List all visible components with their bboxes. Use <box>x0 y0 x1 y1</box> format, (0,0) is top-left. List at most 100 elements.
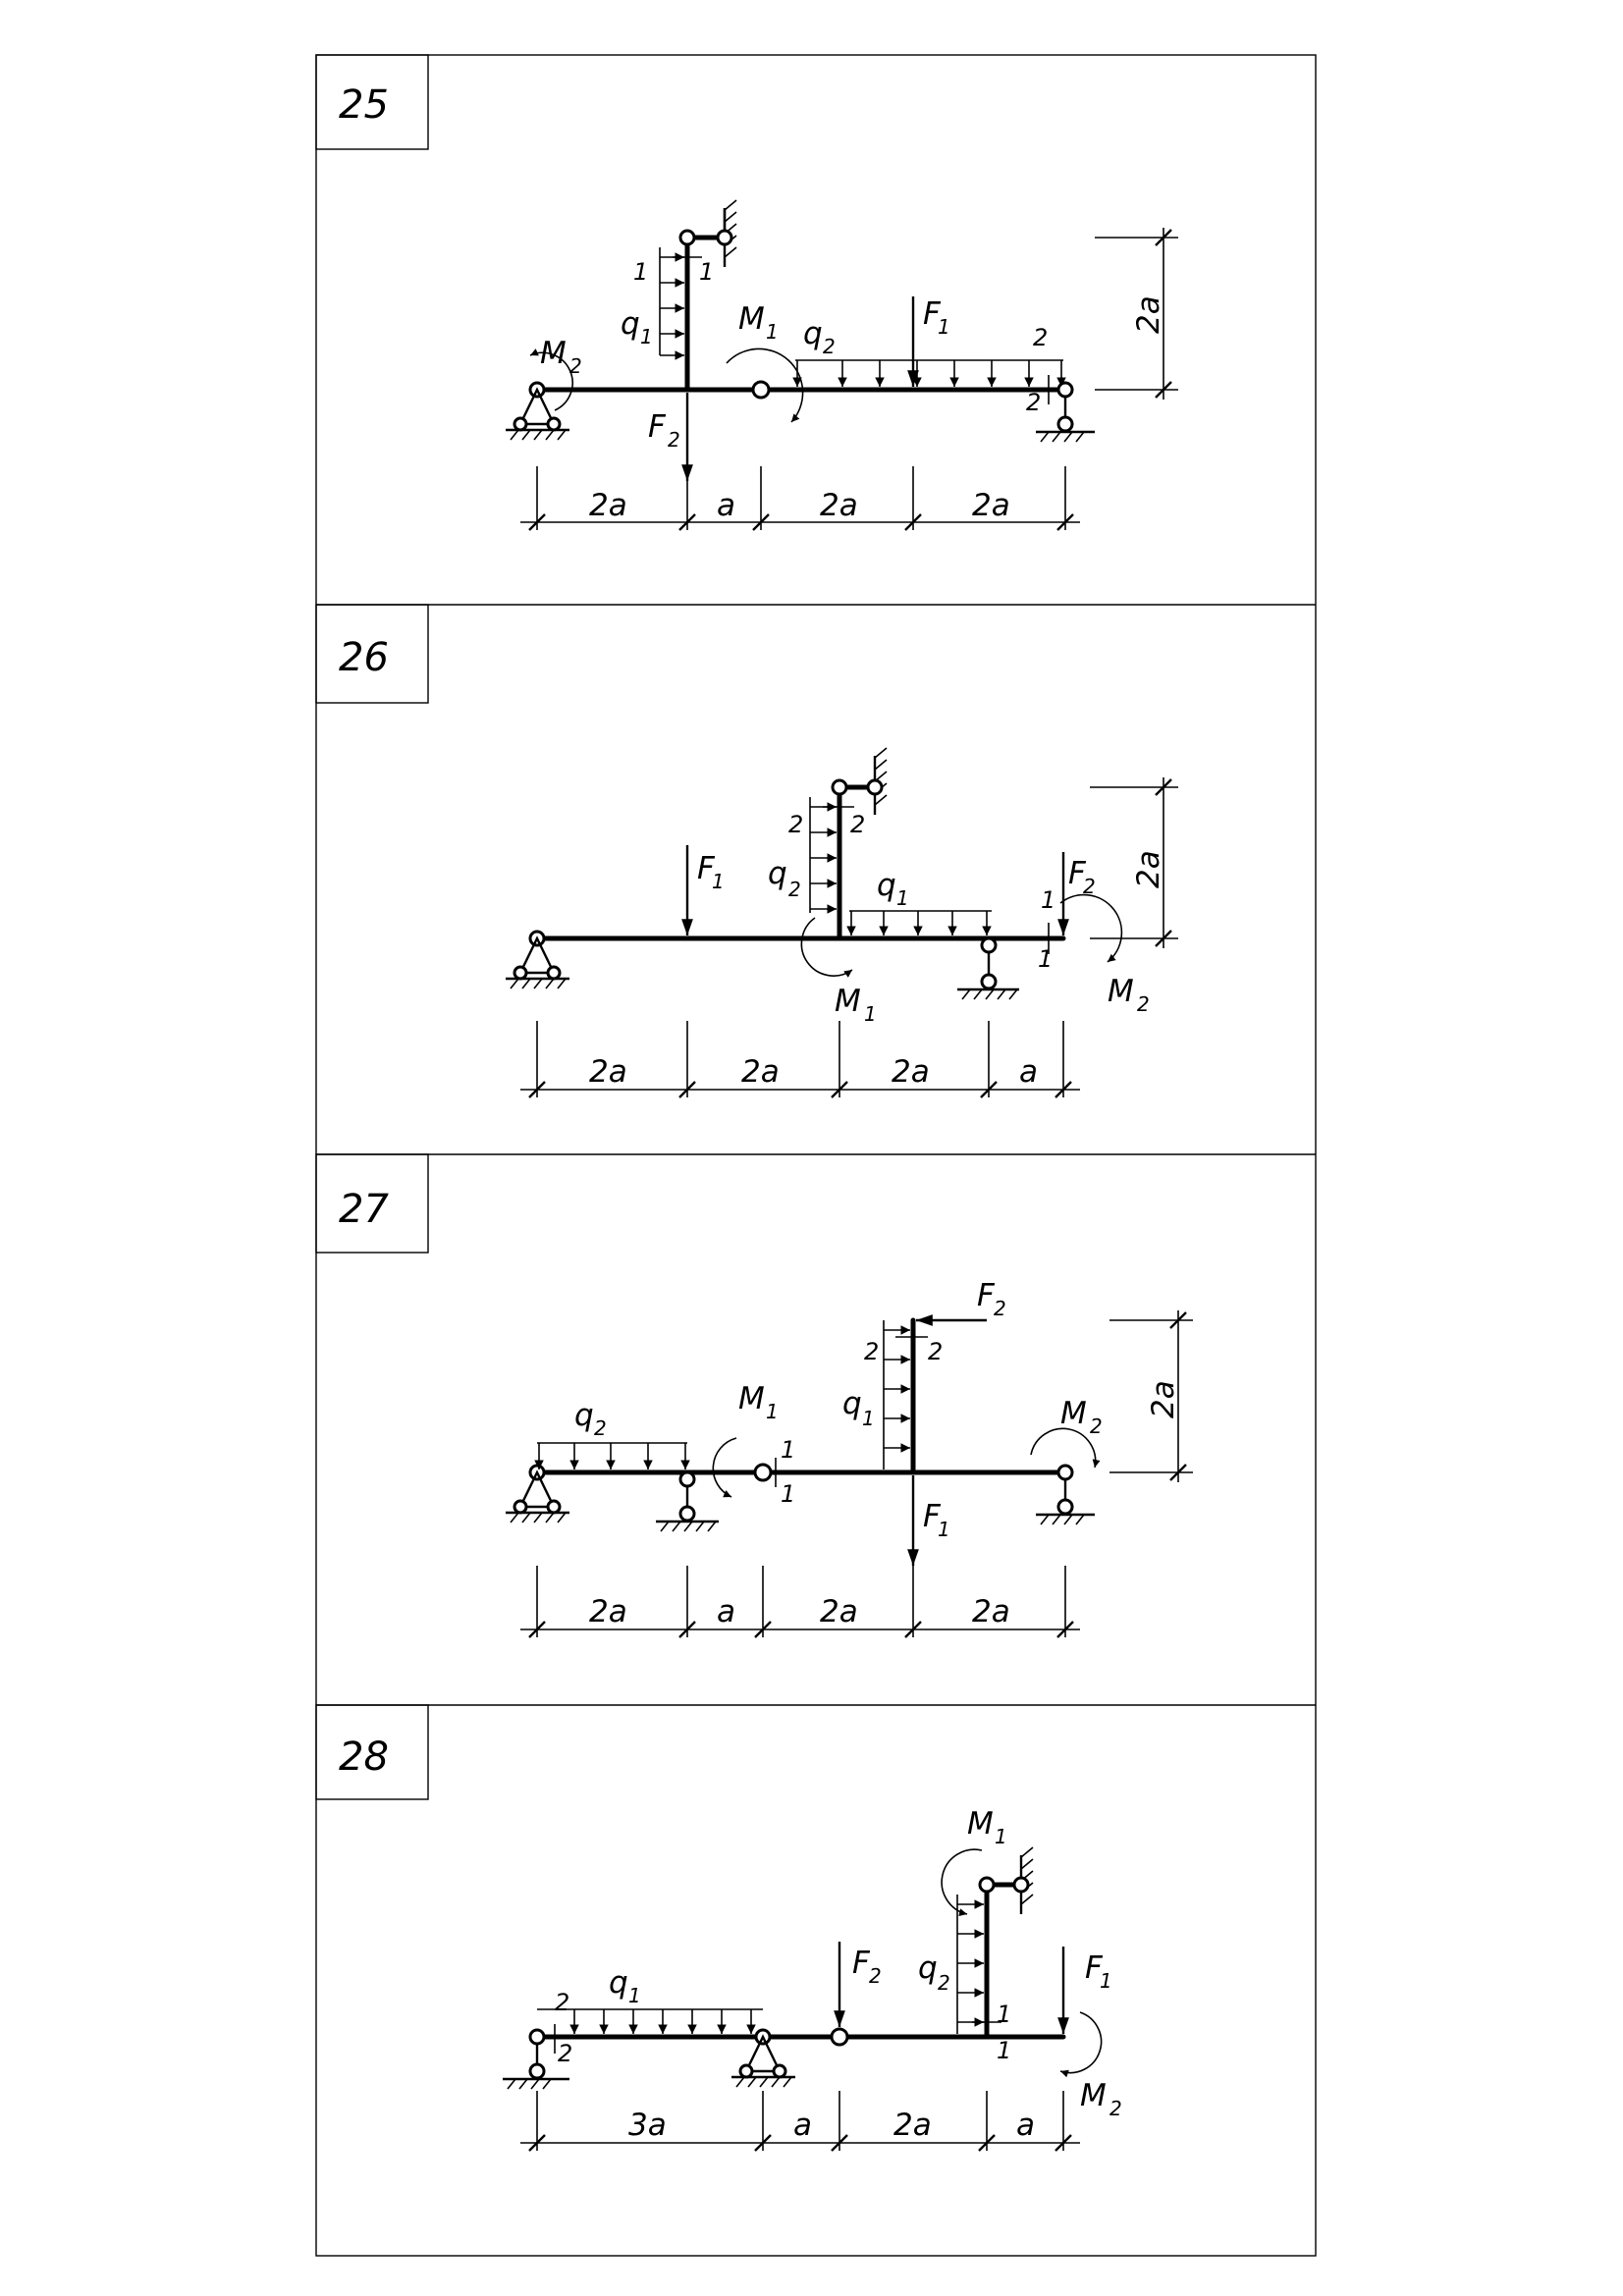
dim-label: 2a <box>972 488 1010 523</box>
hinge-icon <box>1056 1464 1074 1481</box>
dimension-line <box>520 1566 1080 1638</box>
section-label: 1 <box>1041 886 1055 914</box>
problem-number-box <box>315 1704 429 1800</box>
problem-number: 27 <box>339 1187 389 1232</box>
m1-label: M <box>738 1381 765 1416</box>
f2-sub: 2 <box>869 1964 882 1988</box>
hinge-icon <box>528 2028 546 2046</box>
section-label: 1 <box>781 1480 795 1508</box>
dim-label: a <box>793 2108 812 2143</box>
problem-26: 26 q 2 2 2 F 1 M <box>315 604 1178 1098</box>
dim-label: 2a <box>589 1054 627 1090</box>
section-label: 2 <box>864 1338 879 1365</box>
dim-label: a <box>717 1594 735 1629</box>
m1-sub: 1 <box>995 1825 1007 1848</box>
hinge-icon <box>678 229 696 246</box>
hinge-icon <box>1056 381 1074 399</box>
m2-label: M <box>540 336 567 371</box>
roller-support <box>980 973 998 990</box>
m1-label: M <box>738 301 765 337</box>
f1-label: F <box>697 851 716 886</box>
f1-label: F <box>1085 1950 1104 1986</box>
dim-label: 2a <box>820 488 858 523</box>
problem-28: 28 M 1 q 2 1 1 2 2 <box>315 1704 1122 2152</box>
hinge-icon <box>753 1463 773 1482</box>
hinge-icon <box>1012 1876 1030 1894</box>
problem-number: 26 <box>339 635 389 680</box>
section-label: 1 <box>781 1436 795 1464</box>
problem-number-box <box>315 54 429 150</box>
section-label: 1 <box>1038 945 1053 973</box>
pin-support <box>518 1469 556 1509</box>
moment-m2 <box>1059 893 1123 963</box>
dimension-line <box>520 466 1080 531</box>
dim-label: 2a <box>589 1594 627 1629</box>
section-label: 1 <box>699 258 714 286</box>
f2-sub: 2 <box>994 1297 1006 1320</box>
moment-m1 <box>712 1437 737 1498</box>
dimension-line <box>520 2091 1080 2152</box>
q1-sub: 1 <box>862 1407 875 1430</box>
dim-label: a <box>717 488 735 523</box>
f2-sub: 2 <box>1083 875 1096 898</box>
dim-label: a <box>1019 1054 1038 1090</box>
f1-label: F <box>923 296 942 332</box>
f2-label: F <box>852 1946 871 1981</box>
m2-sub: 2 <box>569 354 582 378</box>
pin-support <box>518 935 556 975</box>
roller-support <box>678 1505 696 1522</box>
f1-sub: 1 <box>1100 1969 1112 1993</box>
q2-sub: 2 <box>594 1416 607 1440</box>
height-dim: 2a <box>1131 850 1166 888</box>
dimension-line <box>520 1021 1080 1098</box>
hinge-icon <box>716 229 733 246</box>
f1-sub: 1 <box>712 870 725 893</box>
section-label: 1 <box>997 2037 1011 2064</box>
f2-sub: 2 <box>668 428 680 452</box>
section-label: 2 <box>555 1989 569 2016</box>
m1-label: M <box>967 1806 994 1842</box>
section-label: 2 <box>928 1338 943 1365</box>
m2-sub: 2 <box>1109 2097 1122 2120</box>
moment-m2 <box>1059 2011 1103 2078</box>
moment-m2 <box>1030 1427 1101 1468</box>
q2-label: q <box>768 856 787 891</box>
q1-sub: 1 <box>628 1984 641 2007</box>
m2-label: M <box>1080 2078 1107 2113</box>
moment-m1 <box>941 1848 983 1917</box>
f1-sub: 1 <box>938 315 950 339</box>
problem-number: 28 <box>339 1735 389 1780</box>
f1-sub: 1 <box>938 1518 950 1541</box>
q2-sub: 2 <box>823 335 836 358</box>
m1-sub: 1 <box>766 1400 779 1423</box>
dim-label: 2a <box>589 488 627 523</box>
section-label: 2 <box>788 811 803 838</box>
moment-m2 <box>529 348 573 411</box>
f1-label: F <box>923 1499 942 1534</box>
q1-label: q <box>842 1386 862 1421</box>
f2-label: F <box>648 409 667 445</box>
problem-number: 25 <box>339 82 389 128</box>
hinge-icon <box>830 2027 849 2047</box>
m2-sub: 2 <box>1090 1415 1103 1438</box>
section-label: 2 <box>1033 324 1048 351</box>
q1-label: q <box>877 868 896 903</box>
m1-sub: 1 <box>766 320 779 344</box>
roller-support <box>1056 415 1074 433</box>
sheet-frame <box>315 54 1317 2257</box>
height-dim: 2a <box>1146 1380 1181 1418</box>
hinge-icon <box>678 1470 696 1488</box>
q2-label: q <box>574 1398 594 1433</box>
problem-25: 25 q 1 1 1 <box>315 54 1178 531</box>
q1-sub: 1 <box>640 325 653 348</box>
pin-support <box>518 387 556 426</box>
dim-label: 2a <box>893 2108 932 2143</box>
pin-support <box>744 2034 782 2073</box>
dim-label: 3a <box>628 2108 667 2143</box>
section-label: 1 <box>633 258 648 286</box>
f2-label: F <box>1068 856 1087 891</box>
q1-sub: 1 <box>896 886 909 910</box>
q1-label: q <box>609 1965 628 2001</box>
hinge-icon <box>978 1876 996 1894</box>
